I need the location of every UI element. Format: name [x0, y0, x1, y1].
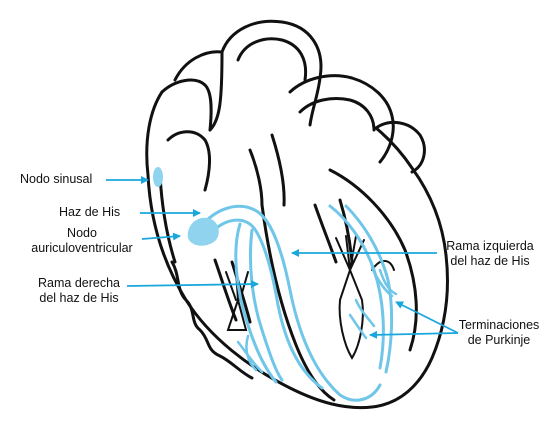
label-right-branch: Rama derecha del haz de His	[30, 276, 128, 306]
left-atrium	[376, 122, 424, 172]
sa-node	[153, 167, 163, 187]
label-left-branch: Rama izquierda del haz de His	[440, 239, 540, 269]
aortic-valve-region	[250, 135, 284, 205]
av-node	[188, 218, 219, 246]
aorta-inner	[238, 39, 306, 80]
pulmonary-artery	[290, 76, 393, 162]
label-purkinje: Terminaciones de Purkinje	[456, 318, 542, 348]
label-sa-node: Nodo sinusal	[20, 172, 92, 187]
superior-vena-cava	[175, 52, 222, 130]
label-bundle-his: Haz de His	[59, 205, 120, 220]
heart-outline	[147, 21, 448, 407]
arrow-purkinje-1	[396, 302, 458, 333]
arrow-av-node	[142, 236, 180, 239]
bundle-of-his-outer	[200, 206, 380, 400]
right-ventricle-wall	[172, 262, 252, 378]
right-atrium-wall	[162, 80, 211, 130]
right-atrium-inner	[168, 132, 210, 190]
label-av-node: Nodo auriculoventricular	[22, 226, 142, 256]
